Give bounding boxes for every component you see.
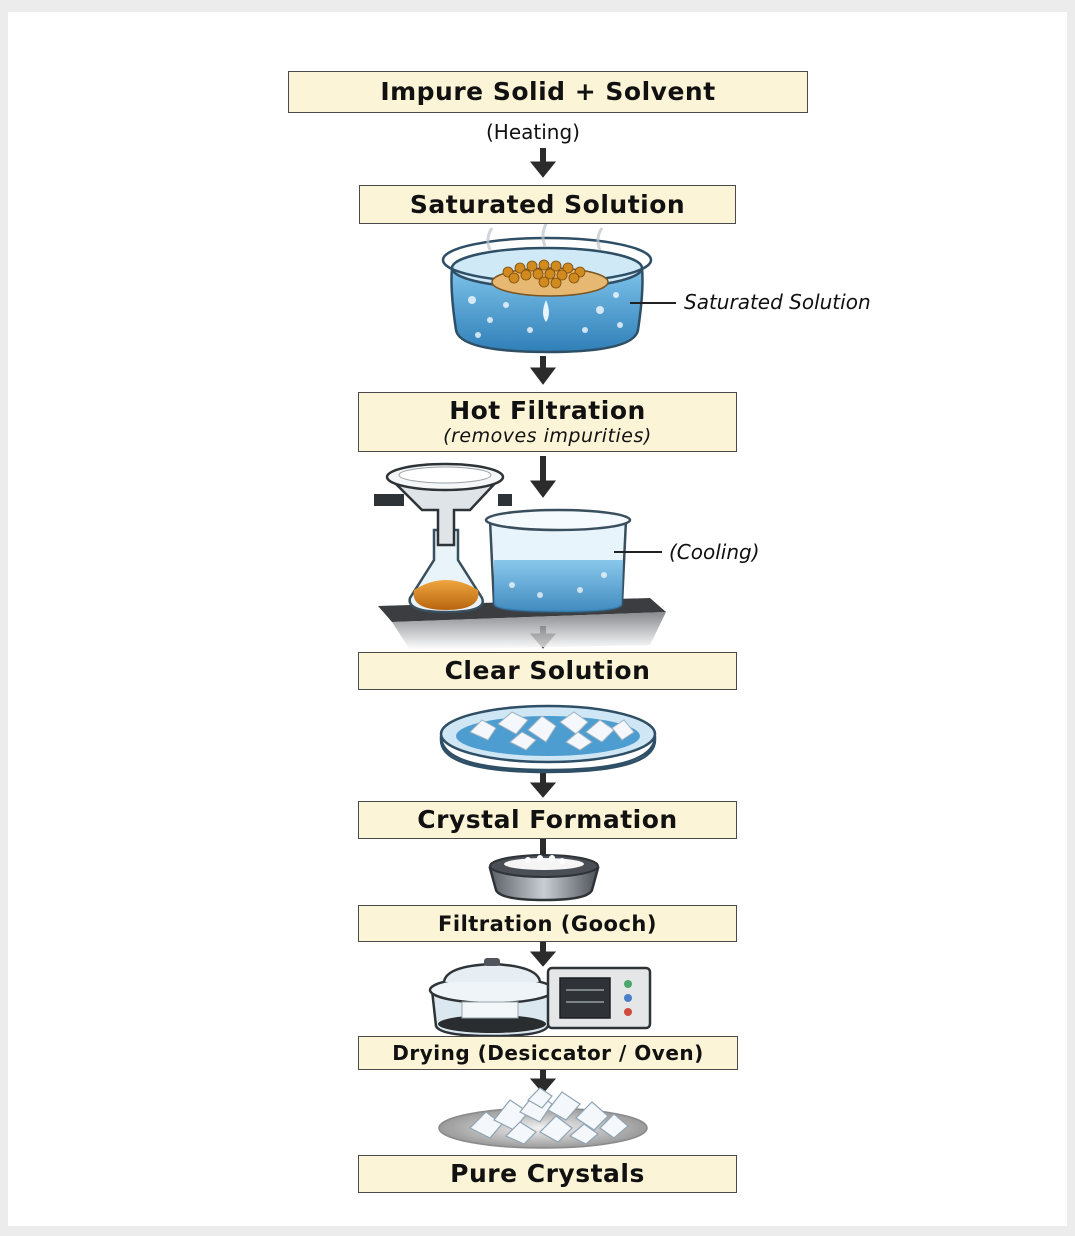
step-drying: Drying (Desiccator / Oven) <box>358 1036 738 1070</box>
step-pure-crystals: Pure Crystals <box>358 1155 737 1193</box>
step-clear-solution: Clear Solution <box>358 652 737 690</box>
heated-beaker-icon <box>441 221 676 354</box>
step-label: Hot Filtration <box>449 396 646 425</box>
step-sublabel: (removes impurities) <box>443 425 652 447</box>
step-saturated-solution: Saturated Solution <box>359 185 736 224</box>
arrow-down-icon <box>530 456 556 498</box>
step-label: Saturated Solution <box>409 189 686 219</box>
desiccator-icon <box>428 958 556 1038</box>
filtration-setup-icon <box>374 462 666 650</box>
arrow-down-icon <box>529 772 557 798</box>
step-label: Filtration (Gooch) <box>438 911 657 936</box>
crystallizing-dish-icon <box>439 704 657 774</box>
arrow-down-icon <box>529 148 557 178</box>
step-impure-solid: Impure Solid + Solvent <box>288 71 808 113</box>
drying-oven-icon <box>546 966 652 1030</box>
step-label: Pure Crystals <box>450 1159 645 1188</box>
step-label: Clear Solution <box>444 656 651 685</box>
note-heating: (Heating) <box>486 120 580 144</box>
crystal-pile-icon <box>438 1087 648 1149</box>
arrow-down-icon <box>529 1068 557 1094</box>
arrow-down-icon <box>530 356 556 385</box>
arrow-down-icon <box>529 940 557 967</box>
step-label: Drying (Desiccator / Oven) <box>392 1041 704 1065</box>
note-saturated-solution: Saturated Solution <box>684 290 871 314</box>
step-label: Impure Solid + Solvent <box>380 77 716 106</box>
step-crystal-formation: Crystal Formation <box>358 801 737 839</box>
note-cooling: (Cooling) <box>669 540 760 564</box>
gooch-crucible-icon <box>488 854 600 902</box>
step-label: Crystal Formation <box>417 805 678 834</box>
step-filtration-gooch: Filtration (Gooch) <box>358 905 737 942</box>
step-hot-filtration: Hot Filtration (removes impurities) <box>358 392 737 452</box>
